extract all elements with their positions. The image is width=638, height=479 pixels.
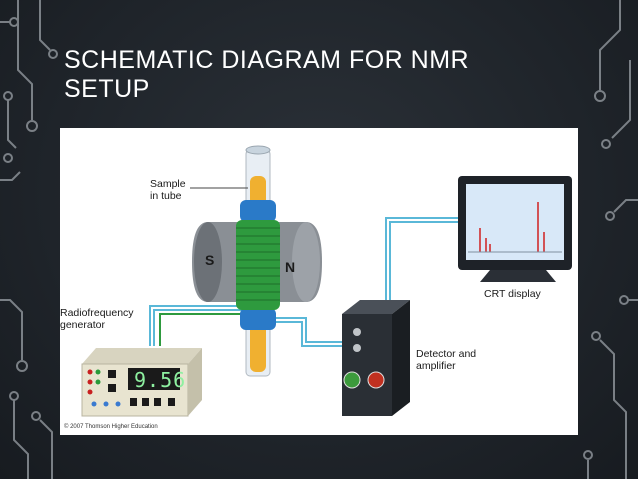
crt-display-label: CRT display bbox=[484, 288, 541, 300]
sample-tube bbox=[190, 145, 280, 377]
rf-generator bbox=[81, 348, 202, 417]
copyright-note: © 2007 Thomson Higher Education bbox=[64, 424, 158, 430]
sample-label: Sample in tube bbox=[150, 178, 186, 202]
detector-label: Detector and amplifier bbox=[416, 348, 477, 372]
magnet bbox=[192, 222, 322, 302]
nmr-schematic bbox=[81, 145, 572, 417]
rf-generator-label: Radiofrequency generator bbox=[60, 307, 134, 331]
north-pole-label: N bbox=[285, 259, 296, 275]
slide-title: SCHEMATIC DIAGRAM FOR NMR SETUP bbox=[64, 46, 470, 103]
south-pole-label: S bbox=[205, 252, 215, 268]
nmr-diagram: S N 9.56 Sample in tube CRT display Radi… bbox=[60, 128, 578, 435]
detector-box bbox=[342, 300, 410, 416]
crt-display bbox=[458, 176, 572, 282]
cables bbox=[149, 217, 460, 347]
rf-frequency-readout: 9.56 bbox=[134, 368, 187, 392]
